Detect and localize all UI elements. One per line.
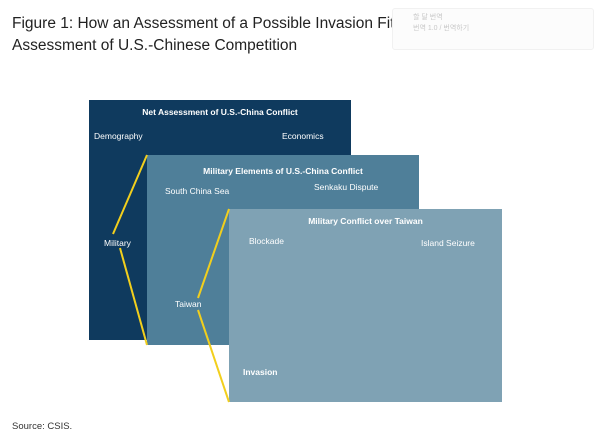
military-label: Military (104, 238, 131, 248)
net-assessment-title: Net Assessment of U.S.-China Conflict (142, 107, 298, 117)
blockade-label: Blockade (249, 236, 284, 246)
translation-popup-line-2: 번역 1.0 / 번역하기 (413, 25, 470, 32)
island-seizure-label: Island Seizure (421, 238, 475, 248)
translation-popup-line-1: 할 달 번역 (413, 14, 443, 21)
connector-taiwan-top (197, 208, 230, 299)
taiwan-label: Taiwan (175, 299, 202, 309)
translation-popup: 할 달 번역 번역 1.0 / 번역하기 (392, 8, 594, 50)
taiwan-conflict-box: Military Conflict over Taiwan Blockade I… (229, 209, 502, 402)
economics-label: Economics (282, 131, 324, 141)
connector-military-top (112, 154, 148, 235)
south-china-sea-label: South China Sea (165, 186, 230, 196)
military-elements-title: Military Elements of U.S.-China Conflict (203, 166, 363, 176)
invasion-label: Invasion (243, 367, 278, 377)
source-note: Source: CSIS. (12, 421, 73, 432)
senkaku-dispute-label: Senkaku Dispute (314, 182, 379, 192)
demography-label: Demography (94, 131, 143, 141)
connector-military-bottom (119, 247, 148, 346)
taiwan-conflict-title: Military Conflict over Taiwan (308, 216, 423, 226)
connector-taiwan-bottom (197, 309, 230, 403)
